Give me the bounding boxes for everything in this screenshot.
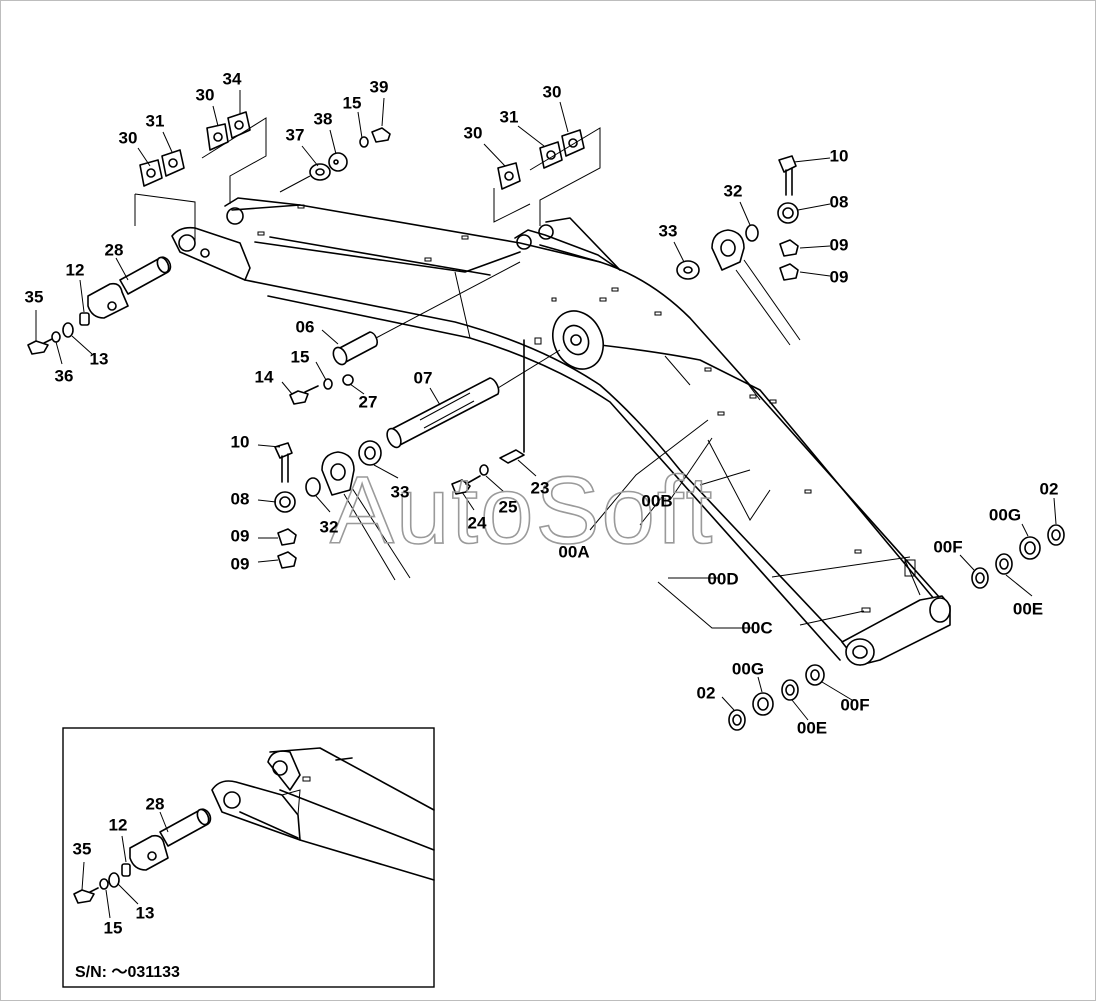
callout-39-7: 39 [370,77,389,96]
callout-12-49: 12 [109,815,128,834]
callout-08-28: 08 [231,489,250,508]
callout-00A-36: 00A [558,542,589,561]
callout-27-25: 27 [359,392,378,411]
inset-frame [62,727,435,988]
callout-08-13: 08 [830,192,849,211]
callout-31-9: 31 [500,107,519,126]
callout-00F-42: 00F [933,537,962,556]
callout-36-20: 36 [55,366,74,385]
callout-32-12: 32 [724,181,743,200]
callout-00G-41: 00G [989,505,1021,524]
callout-30-2: 30 [196,85,215,104]
callout-00E-43: 00E [1013,599,1043,618]
callout-02-45: 02 [697,683,716,702]
loose-parts [27,111,1065,731]
callout-07-26: 07 [414,368,433,387]
callout-15-6: 15 [343,93,362,112]
callout-30-8: 30 [464,123,483,142]
callout-30-0: 30 [119,128,138,147]
callout-34-3: 34 [223,69,242,88]
leader-lines [35,90,1057,721]
callout-33-14: 33 [659,221,678,240]
watermark: AutoSoft [330,457,714,564]
callout-24-33: 24 [468,513,487,532]
callout-09-29: 09 [231,526,250,545]
callout-00B-37: 00B [641,491,672,510]
callout-02-40: 02 [1040,479,1059,498]
callout-10-11: 10 [830,146,849,165]
boom-structure [171,197,951,666]
callout-35-19: 35 [25,287,44,306]
callout-00G-44: 00G [732,659,764,678]
callout-33-32: 33 [391,482,410,501]
callout-28-17: 28 [105,240,124,259]
callout-37-4: 37 [286,125,305,144]
callout-15-23: 15 [291,347,310,366]
callout-14-24: 14 [255,367,274,386]
callout-25-34: 25 [499,497,518,516]
callout-00C-39: 00C [741,618,772,637]
callout-labels: 30 31 30 34 37 38 15 39 30 31 30 10 32 08 33 09 09 28 12 35… [25,69,1059,937]
callout-31-1: 31 [146,111,165,130]
callout-38-5: 38 [314,109,333,128]
callout-13-51: 13 [136,903,155,922]
callout-30-10: 30 [543,82,562,101]
callout-06-22: 06 [296,317,315,336]
callout-00F-46: 00F [840,695,869,714]
inset-detail: S/N: ～031133 [62,727,435,988]
callout-12-18: 12 [66,260,85,279]
callout-10-27: 10 [231,432,250,451]
inset-serial-note: S/N: ～031133 [75,964,180,981]
callout-09-15: 09 [830,235,849,254]
callout-32-31: 32 [320,517,339,536]
callout-23-35: 23 [531,478,550,497]
callout-28-48: 28 [146,794,165,813]
callout-00E-47: 00E [797,718,827,737]
callout-13-21: 13 [90,349,109,368]
callout-00D-38: 00D [707,569,738,588]
callout-09-16: 09 [830,267,849,286]
callout-09-30: 09 [231,554,250,573]
callout-15-52: 15 [104,918,123,937]
callout-35-50: 35 [73,839,92,858]
